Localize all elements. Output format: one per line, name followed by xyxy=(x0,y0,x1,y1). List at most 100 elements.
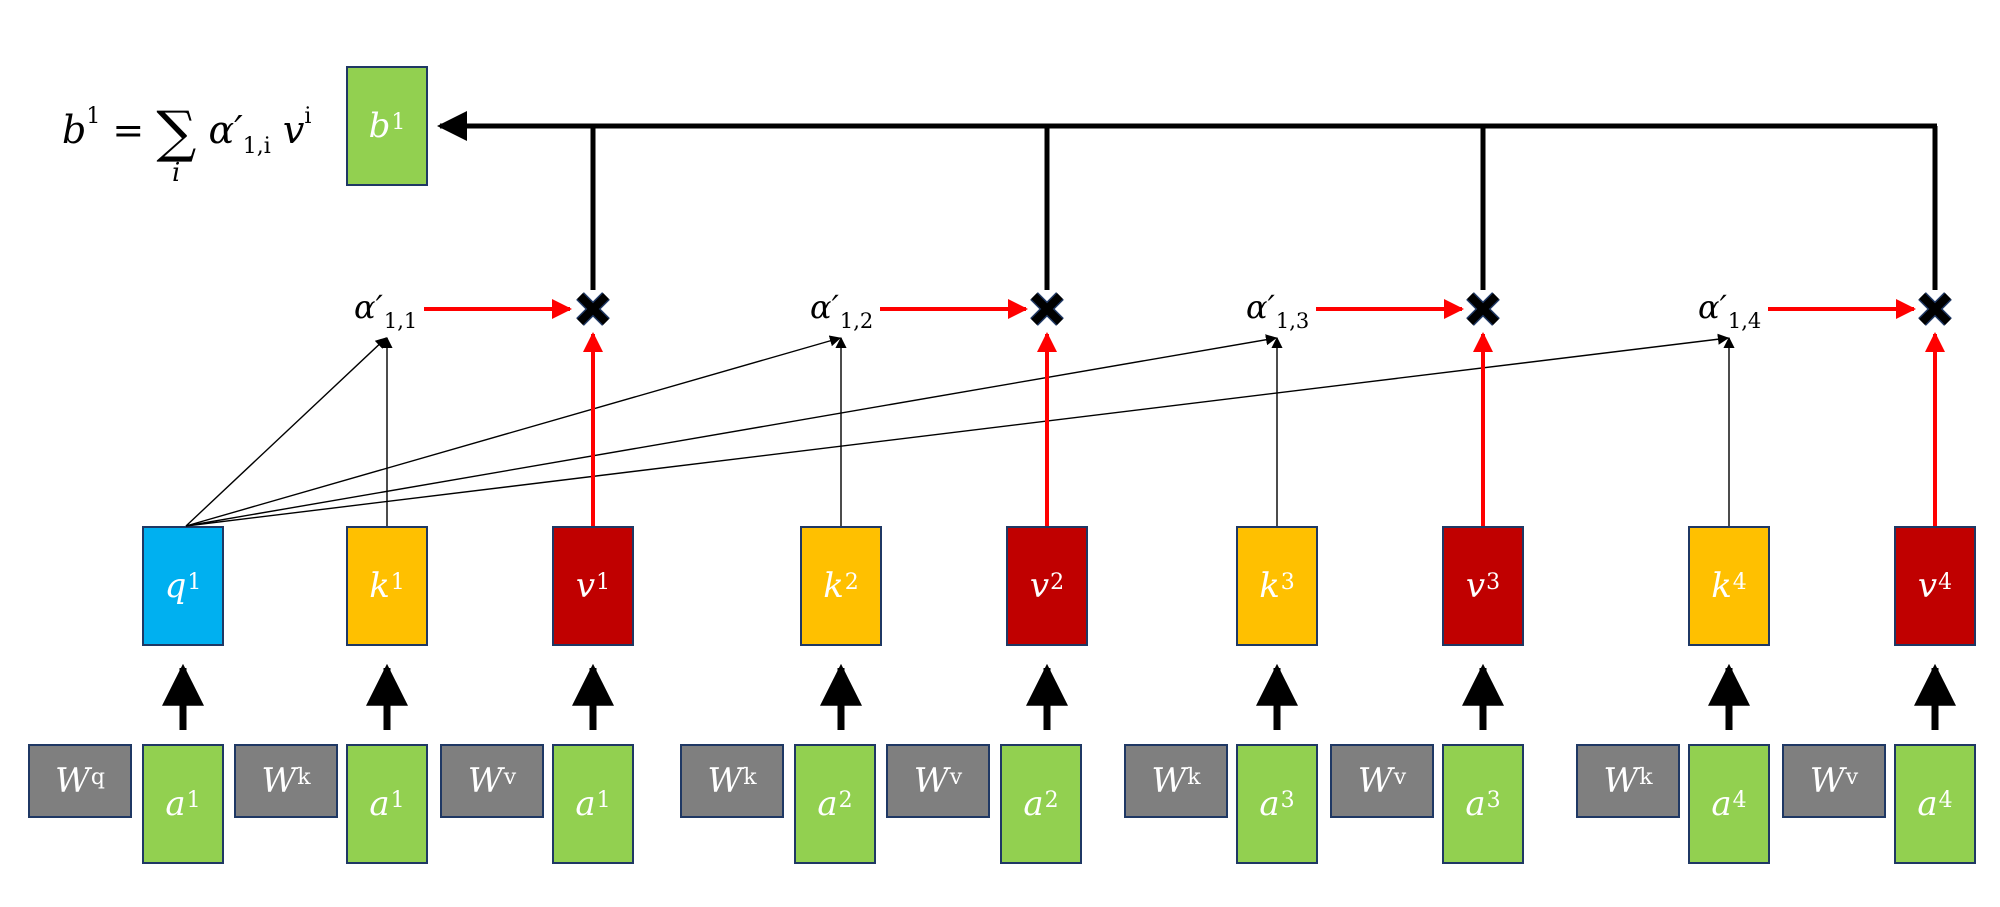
alpha-label: α′ xyxy=(1698,288,1727,326)
weight-sup: v xyxy=(1393,764,1407,790)
multiply-icon xyxy=(1918,292,1952,326)
alpha-sub: 1,1 xyxy=(383,309,418,333)
arrow-q1-alpha14 xyxy=(185,333,1730,527)
multiply-nodes xyxy=(576,292,1952,326)
input-sup: 4 xyxy=(1732,787,1747,813)
input-sup: 3 xyxy=(1486,787,1501,813)
formula-equals: = xyxy=(112,108,145,152)
alpha-sub: 1,2 xyxy=(839,309,874,333)
weight-sup: v xyxy=(1845,764,1859,790)
weight-label: W xyxy=(1809,761,1845,801)
alpha-label: α′ xyxy=(810,288,839,326)
score-arrows xyxy=(185,333,1735,527)
box-sup: 3 xyxy=(1280,569,1295,595)
input-sup: 1 xyxy=(186,787,201,813)
box-label: k xyxy=(1711,566,1732,606)
input-label: a xyxy=(1711,784,1732,824)
input-label: a xyxy=(1465,784,1486,824)
weight-label: W xyxy=(1357,761,1393,801)
formula-lhs: b xyxy=(62,108,87,152)
multiply-icon xyxy=(1030,292,1064,326)
output-sup: 1 xyxy=(391,109,406,135)
weight-sup: k xyxy=(743,764,757,790)
input-label: a xyxy=(1259,784,1280,824)
alpha-1-4: α′1,4 xyxy=(1698,288,1761,333)
box-sup: 1 xyxy=(390,569,405,595)
formula-lhs-sup: 1 xyxy=(86,104,101,130)
sum-lines xyxy=(437,111,1938,290)
box-label: k xyxy=(369,566,390,606)
box-label: v xyxy=(1029,566,1050,606)
input-label: a xyxy=(817,784,838,824)
weight-sup: v xyxy=(949,764,963,790)
weight-sup: k xyxy=(1639,764,1653,790)
box-sup: 4 xyxy=(1732,569,1747,595)
formula-alpha-sub: 1,i xyxy=(242,134,271,159)
formula-v: v xyxy=(282,108,305,152)
input-sup: 2 xyxy=(1044,787,1059,813)
input-sup: 2 xyxy=(838,787,853,813)
formula-sum-symbol: ∑ xyxy=(156,100,197,165)
formula-alpha: α′ xyxy=(208,108,243,152)
weight-label: W xyxy=(1603,761,1639,801)
box-sup: 3 xyxy=(1486,569,1501,595)
input-arrows xyxy=(162,663,1956,730)
input-label: a xyxy=(369,784,390,824)
formula-v-sup: i xyxy=(304,104,312,130)
formula-sum-index: i xyxy=(172,158,181,188)
input-label: a xyxy=(1023,784,1044,824)
alpha-label: α′ xyxy=(354,288,383,326)
weight-label: W xyxy=(467,761,503,801)
input-label: a xyxy=(165,784,186,824)
alpha-sub: 1,4 xyxy=(1727,309,1762,333)
input-sup: 3 xyxy=(1280,787,1295,813)
multiply-icon xyxy=(576,292,610,326)
weight-label: W xyxy=(1151,761,1187,801)
box-label: v xyxy=(1917,566,1938,606)
multiply-icon xyxy=(1466,292,1500,326)
weight-sup: k xyxy=(1187,764,1201,790)
red-arrows xyxy=(424,299,1945,526)
weight-sup: q xyxy=(90,764,106,790)
arrow-q1-alpha13 xyxy=(185,334,1278,527)
box-sup: 1 xyxy=(187,569,202,595)
alpha-sub: 1,3 xyxy=(1275,309,1310,333)
input-sup: 1 xyxy=(390,787,405,813)
weight-label: W xyxy=(707,761,743,801)
box-label: v xyxy=(575,566,596,606)
input-label: a xyxy=(1917,784,1938,824)
alpha-1-2: α′1,2 xyxy=(810,288,873,333)
alpha-label: α′ xyxy=(1246,288,1275,326)
weight-label: W xyxy=(54,761,90,801)
weight-label: W xyxy=(261,761,297,801)
alpha-1-1: α′1,1 xyxy=(354,288,417,333)
output-formula: b1 = ∑ i α′1,i vi xyxy=(62,92,312,188)
box-label: k xyxy=(823,566,844,606)
output-label: b xyxy=(368,106,391,146)
box-sup: 4 xyxy=(1938,569,1953,595)
